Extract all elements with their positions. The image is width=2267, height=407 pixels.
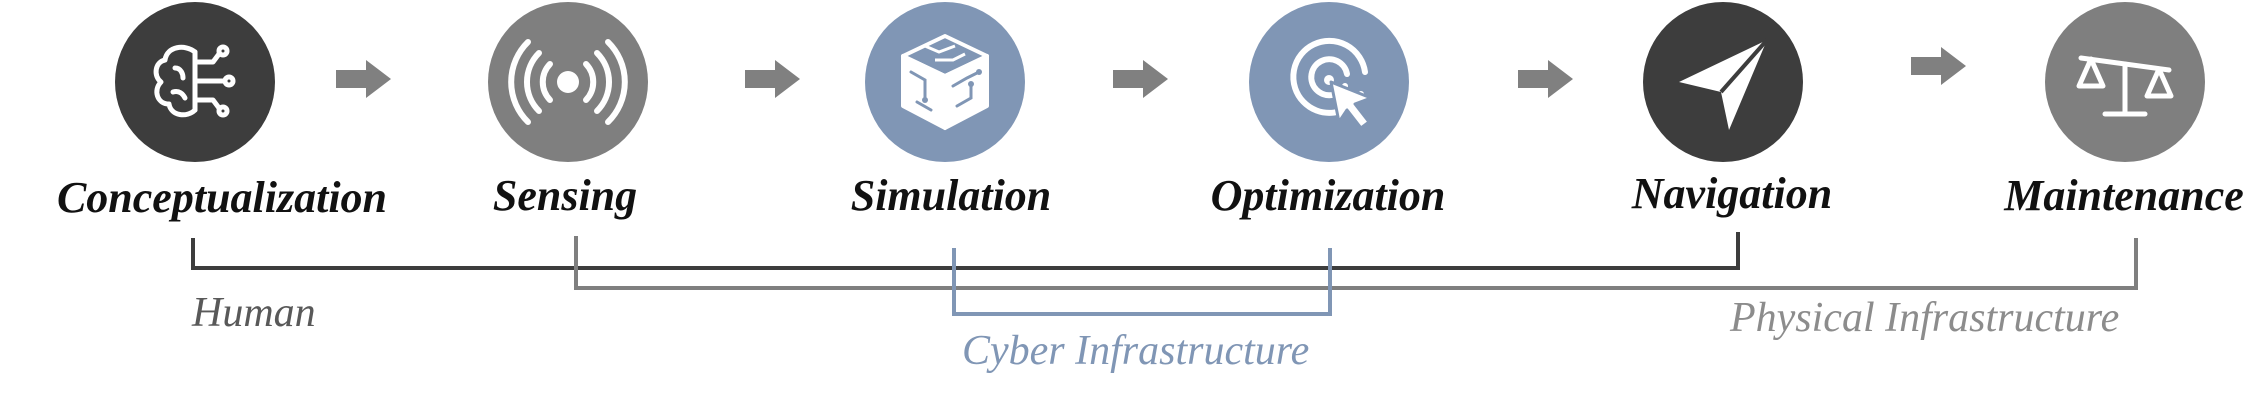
group-label-physical-infrastructure: Physical Infrastructure bbox=[1730, 295, 2120, 341]
flow-arrow bbox=[1911, 47, 1966, 85]
flow-arrow bbox=[1113, 60, 1168, 98]
physical-infrastructure-bracket bbox=[574, 236, 2138, 290]
stage-label-navigation: Navigation bbox=[1631, 169, 1833, 218]
human-bracket bbox=[191, 232, 1740, 270]
balance-scale-icon bbox=[2076, 55, 2174, 117]
stage-navigation-circle bbox=[1643, 2, 1803, 162]
stage-simulation-circle bbox=[865, 2, 1025, 162]
broadcast-signal-icon bbox=[508, 39, 628, 125]
stage-optimization-circle bbox=[1249, 2, 1409, 162]
flow-arrow bbox=[1518, 60, 1573, 98]
target-cursor-icon bbox=[1290, 37, 1373, 130]
stage-label-simulation: Simulation bbox=[850, 171, 1052, 220]
stage-sensing-circle bbox=[488, 2, 648, 162]
stage-label-optimization: Optimization bbox=[1210, 171, 1446, 220]
stage-label-sensing: Sensing bbox=[492, 171, 638, 220]
stage-label-maintenance: Maintenance bbox=[2004, 171, 2244, 220]
stage-maintenance-circle bbox=[2045, 2, 2205, 162]
flow-arrow bbox=[336, 60, 391, 98]
cyber-infrastructure-bracket bbox=[952, 248, 1332, 316]
flow-arrow bbox=[745, 60, 800, 98]
stage-conceptualization-circle bbox=[115, 2, 275, 162]
stage-label-conceptualization: Conceptualization bbox=[56, 173, 388, 222]
group-label-human: Human bbox=[192, 290, 316, 336]
paper-plane-icon bbox=[1679, 38, 1769, 130]
brain-circuit-icon bbox=[153, 44, 236, 118]
circuit-cube-icon bbox=[901, 34, 989, 130]
group-label-cyber-infrastructure: Cyber Infrastructure bbox=[962, 328, 1310, 374]
